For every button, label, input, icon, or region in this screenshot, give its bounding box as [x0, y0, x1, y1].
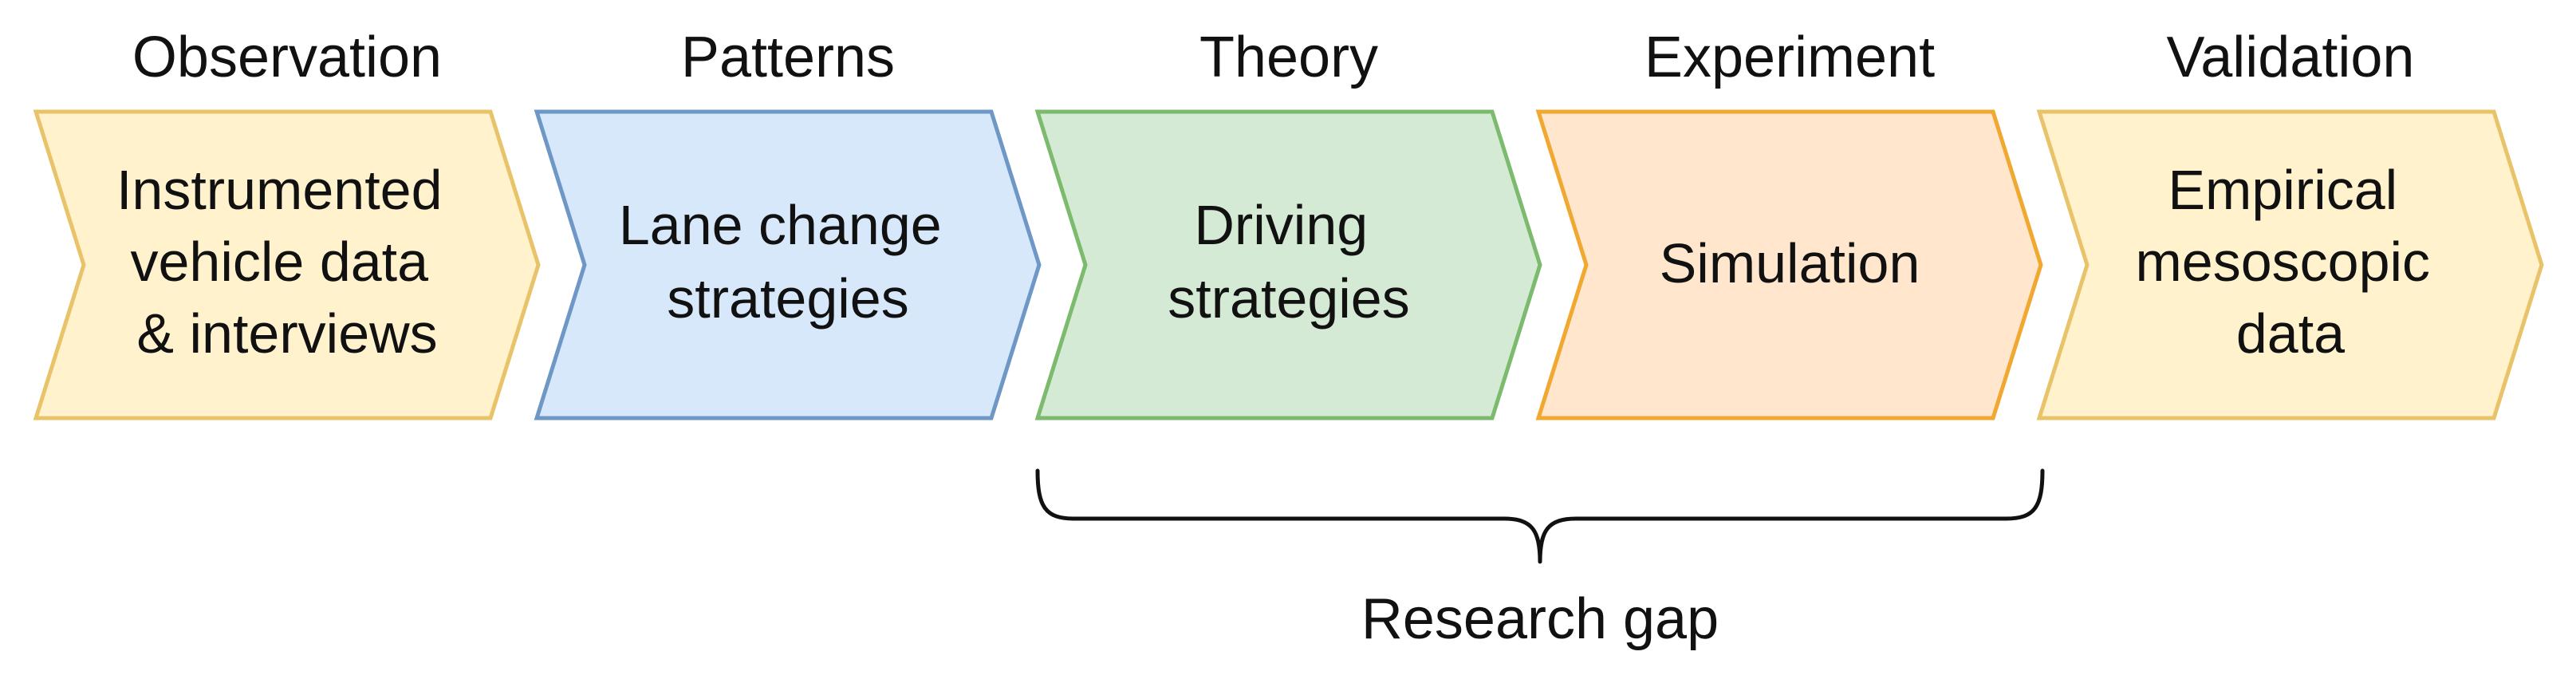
theory-line-2: strategies — [1168, 267, 1409, 330]
stage-header-patterns: Patterns — [681, 26, 895, 89]
observation-line-1: Instrumented — [116, 159, 443, 221]
stage-header-experiment: Experiment — [1644, 26, 1935, 89]
chevron-validation-text: Empirical mesoscopic data — [2135, 159, 2445, 365]
chevron-theory-text: Driving strategies — [1168, 194, 1409, 330]
research-gap-label: Research gap — [1361, 587, 1719, 651]
chevron-observation-text: Instrumented vehicle data & interviews — [116, 159, 458, 365]
validation-line-2: mesoscopic — [2135, 231, 2430, 293]
theory-line-1: Driving — [1194, 194, 1368, 256]
patterns-line-1: Lane change — [619, 194, 942, 256]
observation-line-2: vehicle data — [130, 231, 428, 293]
chevron-validation-shape — [2036, 109, 2544, 420]
stage-header-validation: Validation — [2167, 26, 2415, 89]
chevron-patterns: Lane change strategies — [534, 109, 1042, 420]
observation-line-3: & interviews — [136, 302, 437, 365]
patterns-line-2: strategies — [667, 267, 908, 330]
chevron-validation: Empirical mesoscopic data — [2036, 109, 2544, 420]
chevron-patterns-shape — [534, 109, 1042, 420]
chevron-theory-shape — [1034, 109, 1542, 420]
stage-header-observation: Observation — [132, 26, 442, 89]
chevron-theory: Driving strategies — [1034, 109, 1542, 420]
chevron-patterns-text: Lane change strategies — [619, 194, 957, 330]
experiment-line-1: Simulation — [1660, 232, 1920, 294]
stage-header-theory: Theory — [1199, 26, 1378, 89]
chevron-experiment: Simulation — [1535, 109, 2043, 420]
research-gap-bracket — [1035, 468, 2045, 564]
validation-line-3: data — [2236, 302, 2345, 365]
chevron-observation: Instrumented vehicle data & interviews — [33, 109, 541, 420]
validation-line-1: Empirical — [2168, 159, 2397, 221]
chevron-observation-shape — [33, 109, 541, 420]
chevron-experiment-shape — [1535, 109, 2043, 420]
chevron-experiment-text: Simulation — [1660, 232, 1920, 294]
